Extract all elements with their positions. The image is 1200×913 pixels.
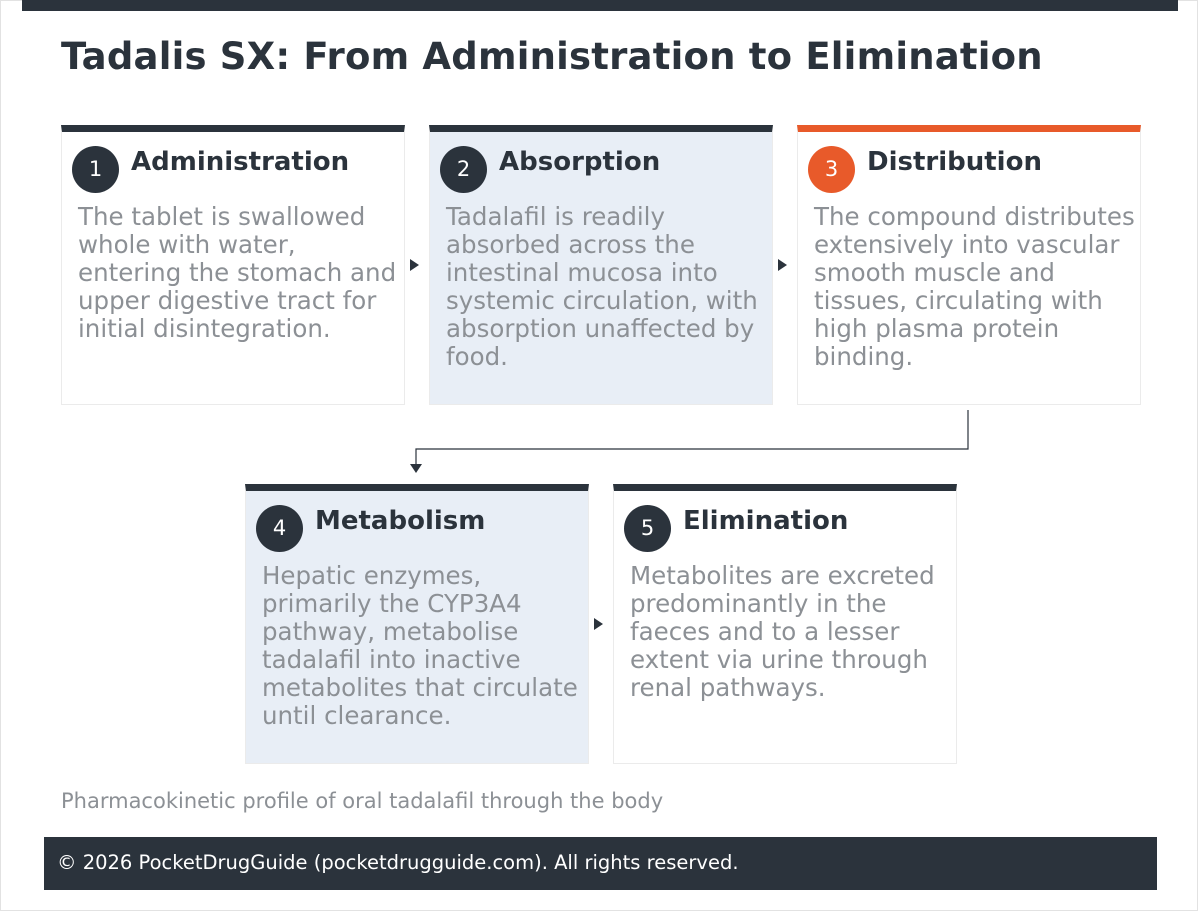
step-card-elimination: 5 Elimination Metabolites are excreted p… (613, 484, 957, 764)
step-title: Administration (131, 147, 350, 177)
step-number-badge: 2 (440, 146, 487, 193)
arrow-down-icon (410, 464, 422, 473)
step-description: Tadalafil is readily absorbed across the… (446, 202, 758, 371)
step-title: Metabolism (315, 506, 486, 536)
copyright-text: © 2026 PocketDrugGuide (pocketdrugguide.… (57, 851, 739, 874)
step-number-badge: 3 (808, 146, 855, 193)
step-number-badge: 1 (72, 146, 119, 193)
step-title: Distribution (867, 147, 1042, 177)
step-card-distribution: 3 Distribution The compound distributes … (797, 125, 1141, 405)
step-description: The tablet is swallowed whole with water… (78, 202, 397, 343)
step-card-absorption: 2 Absorption Tadalafil is readily absorb… (429, 125, 773, 405)
arrow-right-icon (778, 259, 787, 271)
step-number-badge: 5 (624, 505, 671, 552)
arrow-right-icon (594, 618, 603, 630)
step-description: Metabolites are excreted predominantly i… (630, 561, 935, 702)
step-title: Absorption (499, 147, 661, 177)
step-number-badge: 4 (256, 505, 303, 552)
step-description: The compound distributes extensively int… (814, 202, 1135, 371)
figure-caption: Pharmacokinetic profile of oral tadalafi… (61, 789, 664, 813)
connector-line (415, 410, 969, 465)
top-accent-bar (22, 0, 1178, 11)
arrow-right-icon (410, 259, 419, 271)
step-card-administration: 1 Administration The tablet is swallowed… (61, 125, 405, 405)
step-description: Hepatic enzymes, primarily the CYP3A4 pa… (262, 561, 578, 730)
step-card-metabolism: 4 Metabolism Hepatic enzymes, primarily … (245, 484, 589, 764)
step-title: Elimination (683, 506, 849, 536)
page-title: Tadalis SX: From Administration to Elimi… (61, 35, 1043, 78)
footer-bar: © 2026 PocketDrugGuide (pocketdrugguide.… (44, 837, 1157, 890)
